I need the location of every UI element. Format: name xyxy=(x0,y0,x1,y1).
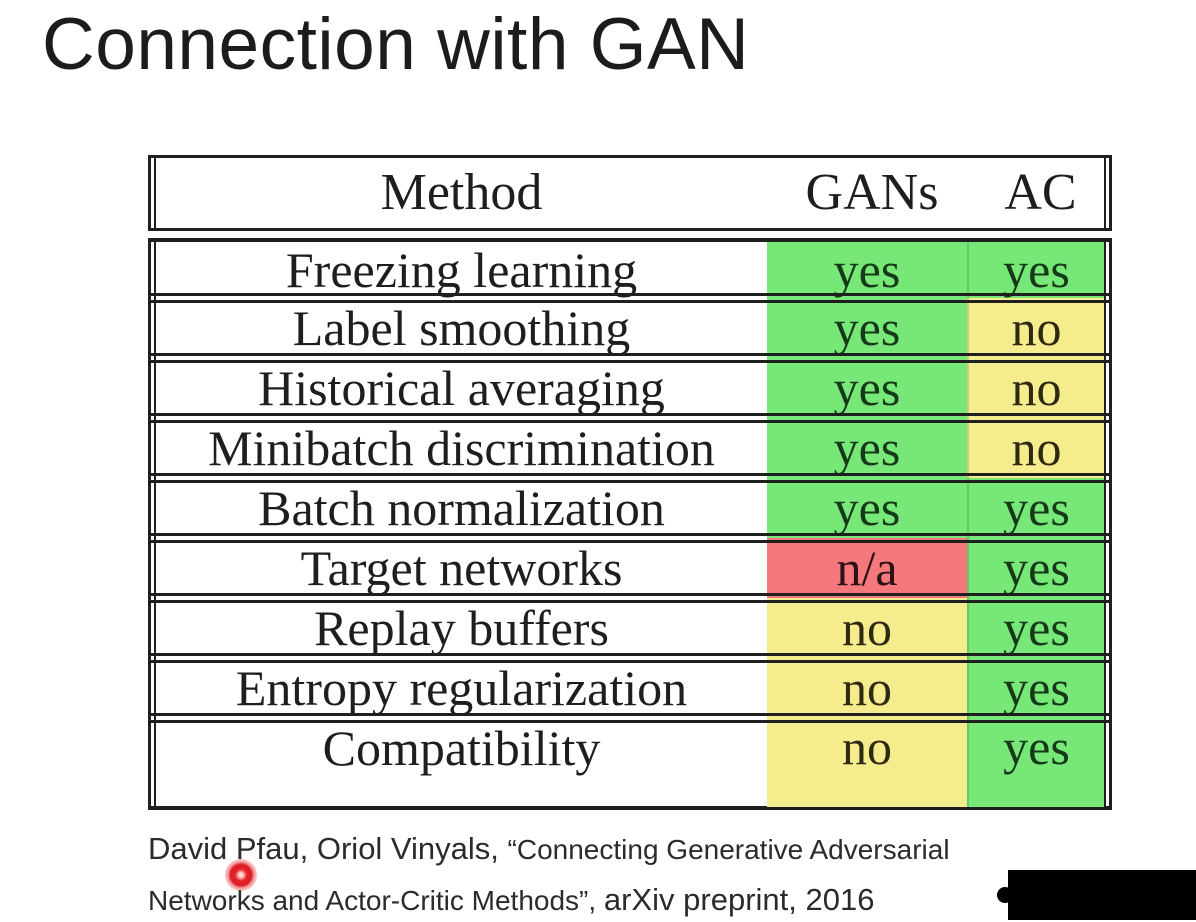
method-cell: Label smoothing xyxy=(292,300,631,356)
gans-cell: no xyxy=(767,598,967,658)
citation-line-1: David Pfau, Oriol Vinyals, “Connecting G… xyxy=(148,826,950,877)
method-cell: Freezing learning xyxy=(285,242,638,298)
method-cell: Compatibility xyxy=(322,720,601,776)
ac-cell: no xyxy=(967,298,1104,358)
table-row: Freezing learning yes yes xyxy=(156,242,1104,298)
table-row: Entropy regularization no yes xyxy=(148,653,1112,718)
comparison-table: Freezing learning yes yes Label smoothin… xyxy=(148,238,1112,810)
citation: David Pfau, Oriol Vinyals, “Connecting G… xyxy=(148,826,950,922)
gans-cell: yes xyxy=(767,298,967,358)
method-cell: Entropy regularization xyxy=(235,660,688,716)
citation-paper-title-part2: Networks and Actor-Critic Methods”, xyxy=(148,885,604,916)
citation-authors: David Pfau, Oriol Vinyals, xyxy=(148,831,508,866)
header-ac: AC xyxy=(1004,164,1077,221)
method-cell: Historical averaging xyxy=(258,360,665,416)
ac-cell: yes xyxy=(967,478,1104,538)
method-cell: Replay buffers xyxy=(314,600,609,656)
citation-venue-year: arXiv preprint, 2016 xyxy=(603,882,875,917)
table-row: Target networks n/a yes xyxy=(148,533,1112,598)
table-header-row: Method GANs AC xyxy=(148,155,1112,231)
table-row: Minibatch discrimination yes no xyxy=(148,413,1112,478)
gans-cell: yes xyxy=(767,478,967,538)
table-row: Replay buffers no yes xyxy=(148,593,1112,658)
ac-cell: no xyxy=(967,358,1104,418)
ac-cell: yes xyxy=(967,658,1104,718)
header-method: Method xyxy=(380,164,543,221)
method-cell: Batch normalization xyxy=(258,480,665,536)
ac-cell: yes xyxy=(967,538,1104,598)
redaction-box xyxy=(997,870,1196,920)
ac-cell: no xyxy=(967,418,1104,478)
method-cell: Minibatch discrimination xyxy=(208,420,715,476)
gans-cell: no xyxy=(767,658,967,718)
table-row: Compatibility no yes xyxy=(148,713,1112,807)
ac-cell: yes xyxy=(967,242,1104,298)
gans-cell: n/a xyxy=(767,538,967,598)
header-gans: GANs xyxy=(805,164,939,221)
ac-cell: yes xyxy=(967,718,1104,807)
ac-cell: yes xyxy=(967,598,1104,658)
gans-cell: yes xyxy=(767,358,967,418)
table-row: Label smoothing yes no xyxy=(148,293,1112,358)
gans-cell: no xyxy=(767,718,967,807)
table-row: Batch normalization yes yes xyxy=(148,473,1112,538)
citation-paper-title-part1: “Connecting Generative Adversarial xyxy=(507,834,950,865)
slide-title: Connection with GAN xyxy=(42,4,750,85)
method-cell: Target networks xyxy=(300,540,623,596)
gans-cell: yes xyxy=(767,418,967,478)
table-row: Historical averaging yes no xyxy=(148,353,1112,418)
gans-cell: yes xyxy=(767,242,967,298)
citation-line-2: Networks and Actor-Critic Methods”, arXi… xyxy=(148,877,950,922)
